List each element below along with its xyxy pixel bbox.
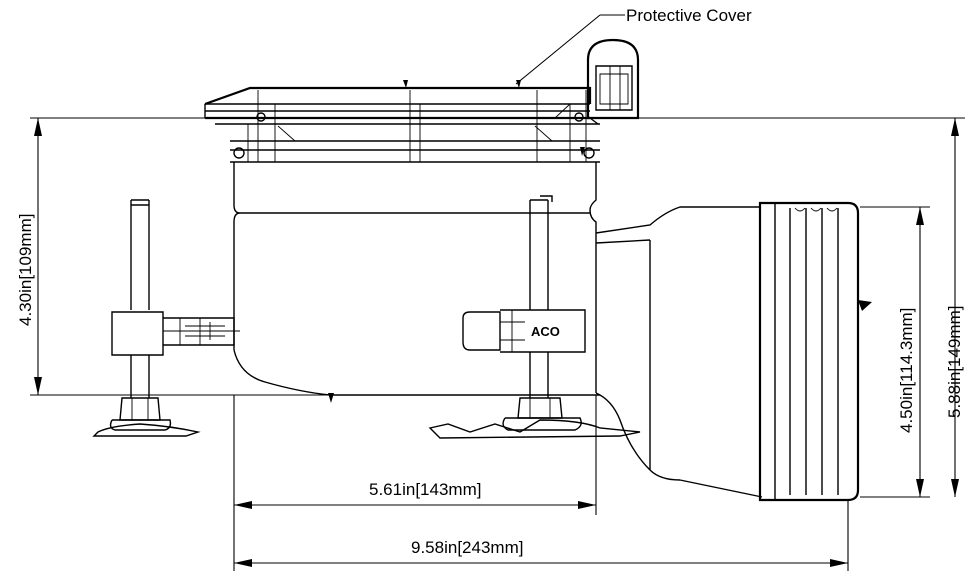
dim-outlet-outer-label: 5.88in[149mm]: [945, 306, 964, 418]
outlet-pipe: [595, 201, 872, 502]
dim-width-body-label: 5.61in[143mm]: [369, 480, 481, 499]
protective-cover-leader: [515, 14, 625, 85]
dim-outlet-inner-label: 4.50in[114.3mm]: [897, 308, 916, 433]
dim-width-total: [234, 500, 849, 571]
protective-cover-cap: [586, 38, 640, 125]
dim-height-left: [30, 117, 330, 396]
dim-width-total-label: 9.58in[243mm]: [411, 538, 523, 557]
grating-frame: [204, 80, 600, 163]
right-leveling-foot: [428, 195, 641, 439]
dim-width-body: [233, 395, 597, 571]
protective-cover-label: Protective Cover: [626, 6, 752, 25]
dim-outlet-inner: [860, 206, 930, 498]
dim-outlet-outer: [638, 117, 965, 497]
dim-height-left-label: 4.30in[109mm]: [16, 214, 35, 326]
aco-logo: ACO: [531, 324, 560, 339]
left-leveling-foot: [92, 199, 240, 437]
drain-body: [233, 162, 681, 481]
